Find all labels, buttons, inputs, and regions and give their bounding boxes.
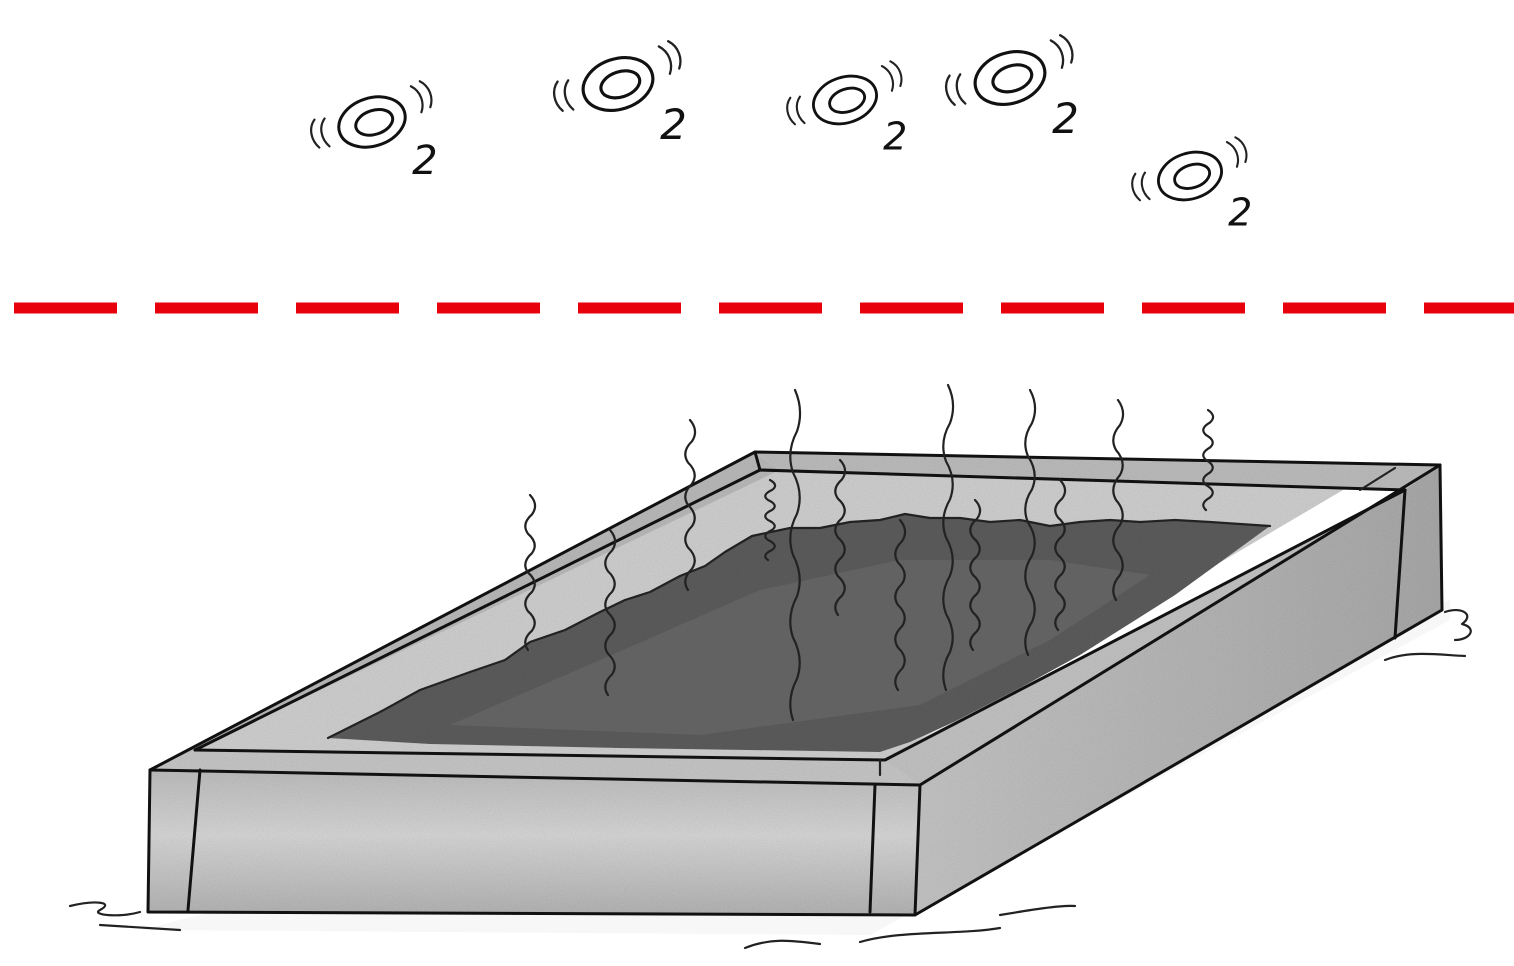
o2-inner-ring [826,84,867,117]
o2-molecule: O2 [782,59,926,189]
vibration-mark-right [1227,140,1241,167]
vibration-mark-left [561,80,578,110]
bed-front-face [148,770,920,915]
o2-outer-ring [807,68,883,131]
o2-inner-ring [1171,160,1212,193]
vibration-mark-left [793,97,808,124]
o2-molecule: O2 [941,33,1100,177]
vibration-mark-right [882,64,896,91]
o2-inner-ring [352,105,396,140]
vibration-mark-right [659,44,674,74]
o2-outer-ring [576,49,659,119]
o2-subscript: 2 [412,138,437,184]
o2-molecule: O2 [306,79,458,216]
vibration-mark-left [953,74,970,104]
o2-outer-ring [1152,144,1228,207]
raised-bed [70,385,1471,948]
vibration-mark-right [1051,38,1066,68]
o2-outer-ring [332,89,412,156]
vibration-mark-left [317,118,333,147]
o2-subscript: 2 [660,100,687,149]
o2-molecule: O2 [1127,135,1271,265]
o2-subscript: 2 [1228,191,1252,235]
o2-outer-ring [968,43,1051,113]
o2-inner-ring [597,66,643,102]
o2-molecule: O2 [549,39,708,183]
o2-subscript: 2 [883,115,907,159]
o2-subscript: 2 [1052,94,1079,143]
o2-inner-ring [989,60,1035,96]
vibration-mark-right [411,84,426,113]
vibration-mark-left [1138,173,1153,200]
